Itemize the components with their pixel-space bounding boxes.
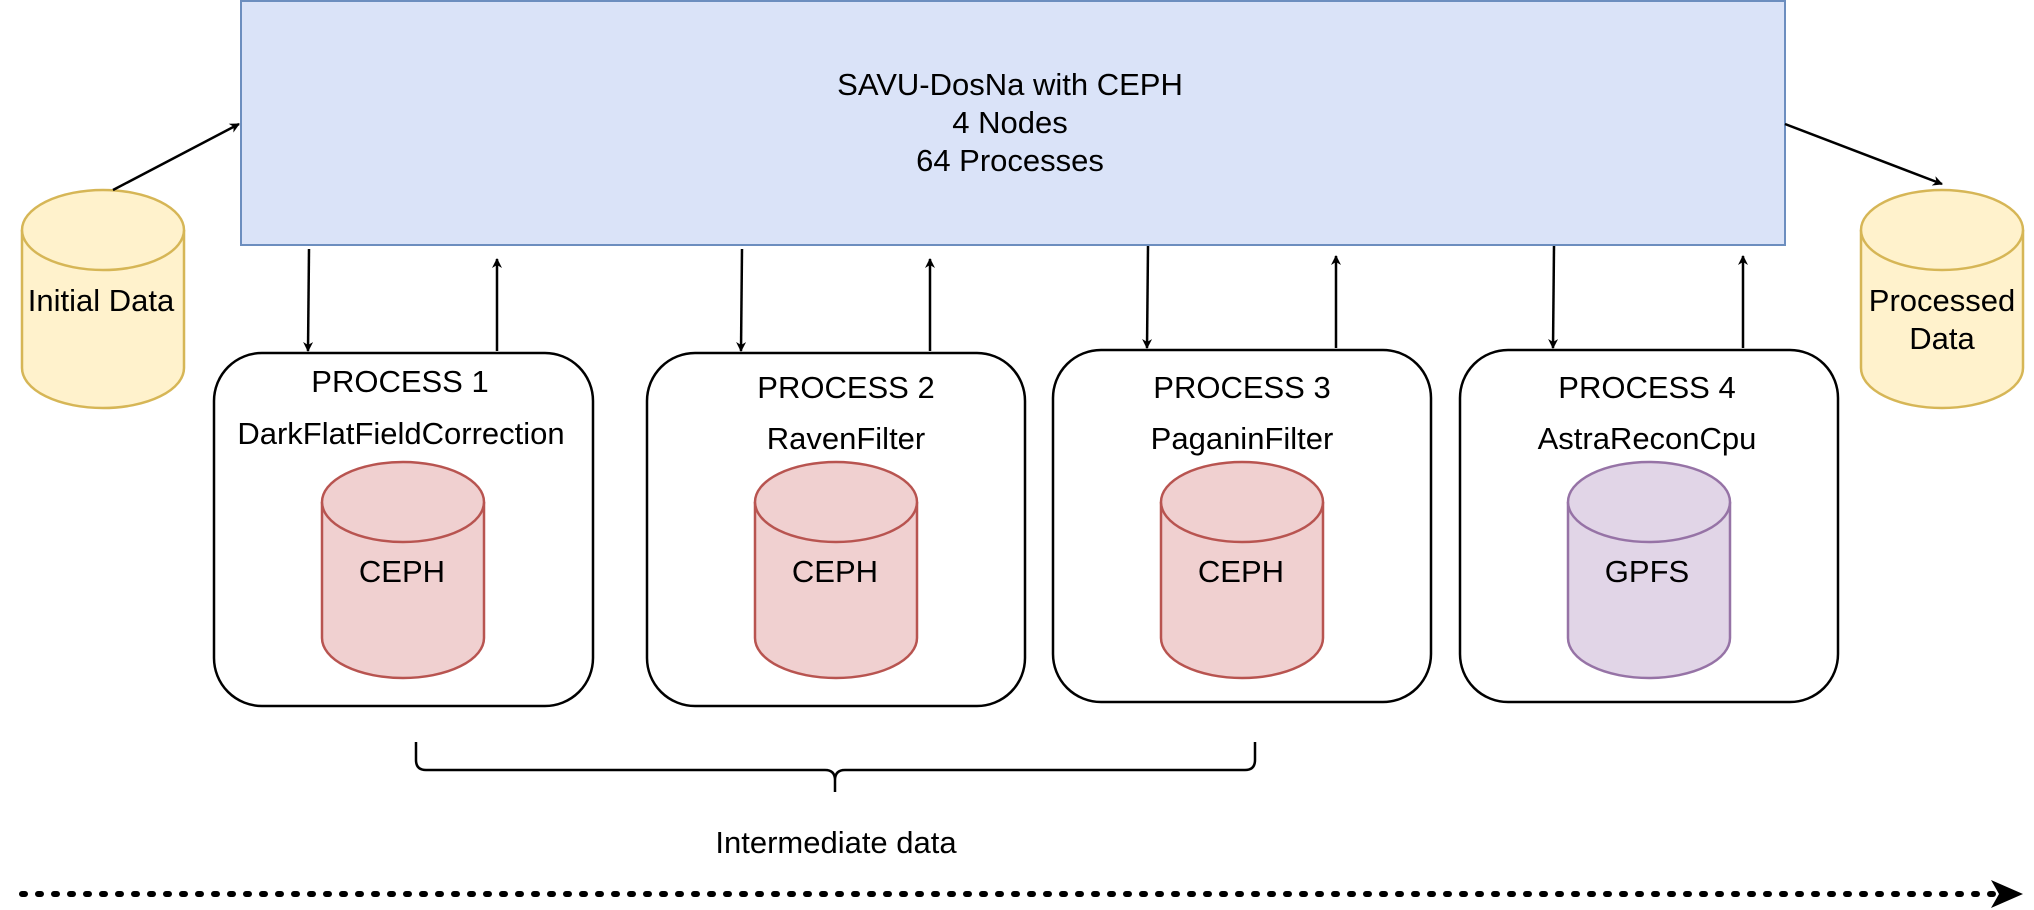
process-4-plugin: AstraReconCpu	[1538, 421, 1757, 456]
process-3-down-arrow	[1142, 245, 1153, 349]
initial-data-label: Initial Data	[28, 283, 175, 318]
output-arrow	[1784, 122, 1943, 186]
process-2-storage-label: CEPH	[792, 554, 878, 589]
process-block-1: PROCESS 1 DarkFlatFieldCorrection CEPH	[212, 351, 595, 708]
main-box-title: SAVU-DosNa with CEPH	[837, 67, 1183, 102]
main-box-nodes: 4 Nodes	[952, 105, 1067, 140]
process-2-title: PROCESS 2	[757, 370, 934, 405]
process-2-down-arrow	[736, 248, 747, 352]
intermediate-data-label: Intermediate data	[715, 825, 957, 860]
ceph-storage-cylinder: CEPH	[753, 460, 919, 680]
savu-main-box: SAVU-DosNa with CEPH 4 Nodes 64 Processe…	[240, 0, 1786, 246]
process-3-storage-label: CEPH	[1198, 554, 1284, 589]
process-1-plugin: DarkFlatFieldCorrection	[237, 416, 564, 451]
ceph-storage-cylinder: CEPH	[1159, 460, 1325, 680]
initial-data-cylinder: Initial Data	[20, 188, 186, 410]
main-box-processes: 64 Processes	[916, 143, 1104, 178]
gpfs-storage-cylinder: GPFS	[1566, 460, 1732, 680]
process-1-title: PROCESS 1	[311, 364, 488, 399]
processed-data-label-line1: Processed	[1869, 283, 2015, 318]
processed-data-label-line2: Data	[1909, 321, 1975, 356]
process-1-storage-label: CEPH	[359, 554, 445, 589]
process-block-4: PROCESS 4 AstraReconCpu GPFS	[1458, 348, 1840, 704]
process-block-3: PROCESS 3 PaganinFilter CEPH	[1051, 348, 1433, 704]
process-3-title: PROCESS 3	[1153, 370, 1330, 405]
process-2-plugin: RavenFilter	[767, 421, 926, 456]
intermediate-data-brace	[414, 742, 1257, 792]
process-3-plugin: PaganinFilter	[1151, 421, 1334, 456]
process-4-title: PROCESS 4	[1558, 370, 1735, 405]
process-4-down-arrow	[1548, 245, 1559, 349]
processed-data-cylinder: Processed Data	[1859, 188, 2025, 410]
process-1-down-arrow	[303, 248, 314, 352]
process-4-storage-label: GPFS	[1605, 554, 1689, 589]
ceph-storage-cylinder: CEPH	[320, 460, 486, 680]
process-block-2: PROCESS 2 RavenFilter CEPH	[645, 351, 1027, 708]
input-arrow	[112, 122, 240, 192]
